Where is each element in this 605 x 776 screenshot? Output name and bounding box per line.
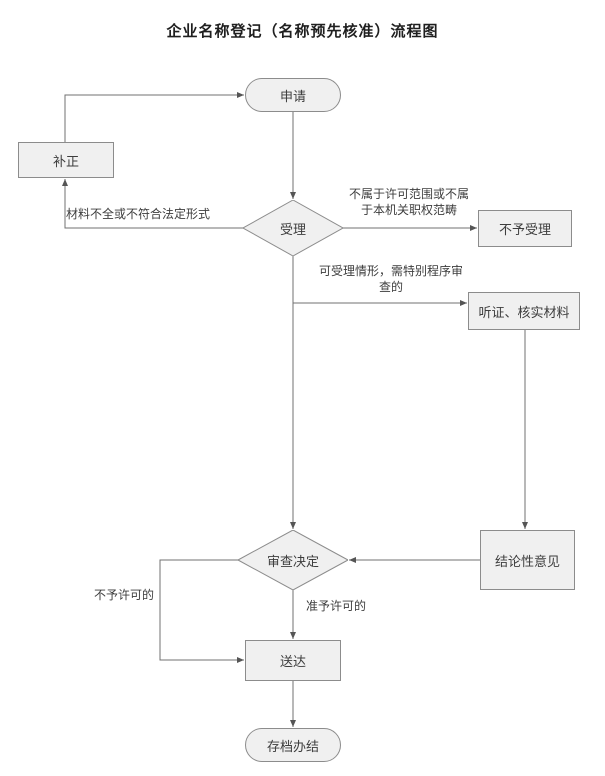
node-hearing: 听证、核实材料 <box>468 292 580 330</box>
node-archive-label: 存档办结 <box>266 739 319 755</box>
edge-label-permitted: 准予许可的 <box>306 599 367 613</box>
node-archive: 存档办结 <box>245 728 341 762</box>
node-apply: 申请 <box>245 78 341 112</box>
node-not-accepted: 不予受理 <box>478 210 572 247</box>
node-conclusion: 结论性意见 <box>480 530 575 590</box>
acceptance-diamond-shape <box>243 200 343 256</box>
node-review-decision-label: 审查决定 <box>266 554 319 570</box>
node-correction-label: 补正 <box>52 154 79 170</box>
node-hearing-label: 听证、核实材料 <box>478 305 570 321</box>
edge-correction-to-apply <box>64 92 244 142</box>
node-delivery-label: 送达 <box>279 655 306 670</box>
node-apply-label: 申请 <box>279 89 306 105</box>
edge-label-incomplete-materials: 材料不全或不符合法定形式 <box>66 207 211 221</box>
edge-review-to-delivery-not-permitted <box>159 559 244 663</box>
node-acceptance: 受理 <box>243 200 343 256</box>
node-correction: 补正 <box>18 142 114 178</box>
node-acceptance-label: 受理 <box>279 222 306 238</box>
edge-acceptance-to-correction <box>62 179 243 229</box>
edge-label-out-of-scope: 不属于许可范围或不属 于本机关职权范畴 <box>348 187 469 218</box>
node-conclusion-label: 结论性意见 <box>494 554 560 570</box>
node-not-accepted-label: 不予受理 <box>498 223 551 238</box>
review-diamond-shape <box>238 530 348 590</box>
node-review-decision: 审查决定 <box>238 530 348 590</box>
node-delivery: 送达 <box>245 640 341 681</box>
edge-label-special-procedure: 可受理情形，需特别程序审 查的 <box>318 264 463 295</box>
edge-label-not-permitted: 不予许可的 <box>94 588 155 602</box>
page-title: 企业名称登记（名称预先核准）流程图 <box>166 22 439 40</box>
